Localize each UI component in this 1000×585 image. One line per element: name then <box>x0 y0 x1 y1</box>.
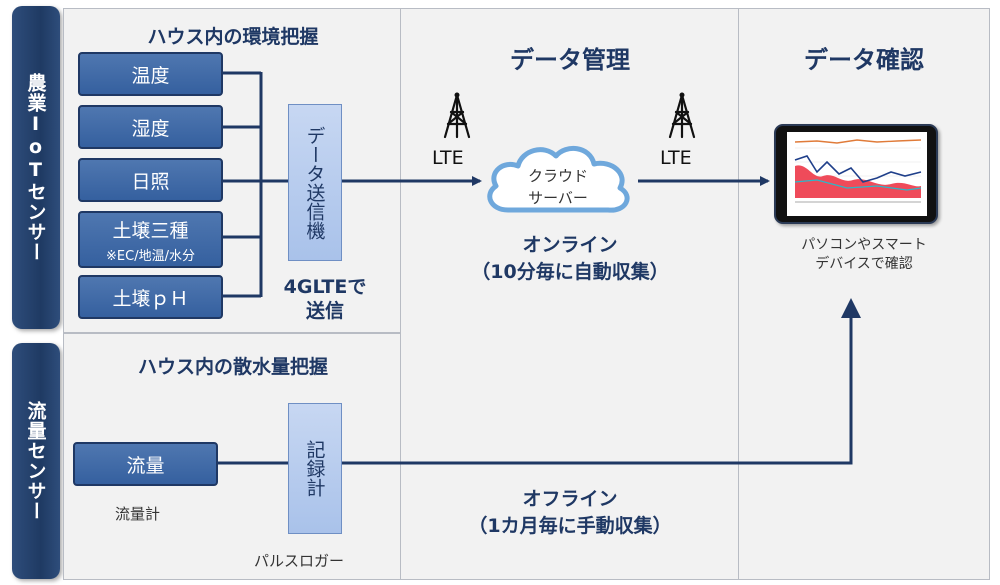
side-label-flow-text: 流量センサー <box>24 401 47 521</box>
sensor-humidity: 湿度 <box>78 105 223 149</box>
pc-line2: デバイスで確認 <box>815 256 913 272</box>
antenna-tower-icon <box>443 92 471 139</box>
pulse-logger-label: パルスロガー <box>254 552 345 570</box>
sensor-soil-ph-label: 土壌ｐＨ <box>112 287 189 310</box>
title-data-mgmt: データ管理 <box>510 46 630 74</box>
lte-send-label: 4GLTEで 送信 <box>270 275 380 323</box>
offline-line1: オフライン <box>522 488 618 510</box>
tablet-screen-chart <box>787 132 927 216</box>
sensor-soil-ph: 土壌ｐＨ <box>78 275 223 319</box>
flowmeter-label: 流量計 <box>115 505 161 523</box>
arrow-offline <box>342 298 861 465</box>
cloud-line2: サーバー <box>528 189 588 207</box>
sensor-soil-three-label: 土壌三種 <box>112 219 189 242</box>
tablet-chart-icon <box>774 124 938 224</box>
side-label-agri-iot-text: 農業IoTセンサー <box>24 73 47 262</box>
device-transmitter-label: データ送信機 <box>303 125 326 240</box>
sensor-flow-label: 流量 <box>126 454 165 477</box>
online-label: オンライン （10分毎に自動収集） <box>400 232 740 286</box>
side-label-flow: 流量センサー <box>12 343 60 579</box>
pc-line1: パソコンやスマート <box>801 237 927 253</box>
antenna-tower-icon <box>668 92 696 139</box>
lte-left-label: LTE <box>432 147 464 169</box>
device-recorder: 記録計 <box>288 403 342 534</box>
sensor-sunlight-label: 日照 <box>131 170 170 193</box>
cloud-icon <box>487 146 630 213</box>
panel-data-check <box>738 8 990 580</box>
title-house-water: ハウス内の散水量把握 <box>137 356 328 378</box>
title-house-env: ハウス内の環境把握 <box>147 26 319 48</box>
sensor-temperature: 温度 <box>78 52 223 96</box>
side-label-agri-iot: 農業IoTセンサー <box>12 6 60 329</box>
sensor-flow: 流量 <box>73 442 218 486</box>
panel-house-water <box>63 333 403 580</box>
offline-line2: （1カ月毎に手動収集） <box>468 515 672 537</box>
pc-label: パソコンやスマート デバイスで確認 <box>760 236 968 274</box>
sensor-temperature-label: 温度 <box>131 64 170 87</box>
device-transmitter: データ送信機 <box>288 104 342 261</box>
cloud-line1: クラウド <box>527 167 588 185</box>
title-data-check: データ確認 <box>804 46 924 74</box>
lte-right-label: LTE <box>660 147 692 169</box>
sensor-humidity-label: 湿度 <box>131 117 170 140</box>
device-recorder-label: 記録計 <box>303 440 326 497</box>
sensor-soil-three: 土壌三種 ※EC/地温/水分 <box>78 211 223 268</box>
sensor-soil-three-note: ※EC/地温/水分 <box>106 248 195 264</box>
sensor-sunlight: 日照 <box>78 158 223 202</box>
lte-send-line2: 送信 <box>305 300 344 322</box>
lte-send-line1: 4GLTEで <box>283 276 367 298</box>
cloud-label: クラウド サーバー <box>478 165 638 209</box>
offline-label: オフライン （1カ月毎に手動収集） <box>400 486 740 540</box>
online-line2: （10分毎に自動収集） <box>471 261 669 283</box>
online-line1: オンライン <box>522 234 618 256</box>
